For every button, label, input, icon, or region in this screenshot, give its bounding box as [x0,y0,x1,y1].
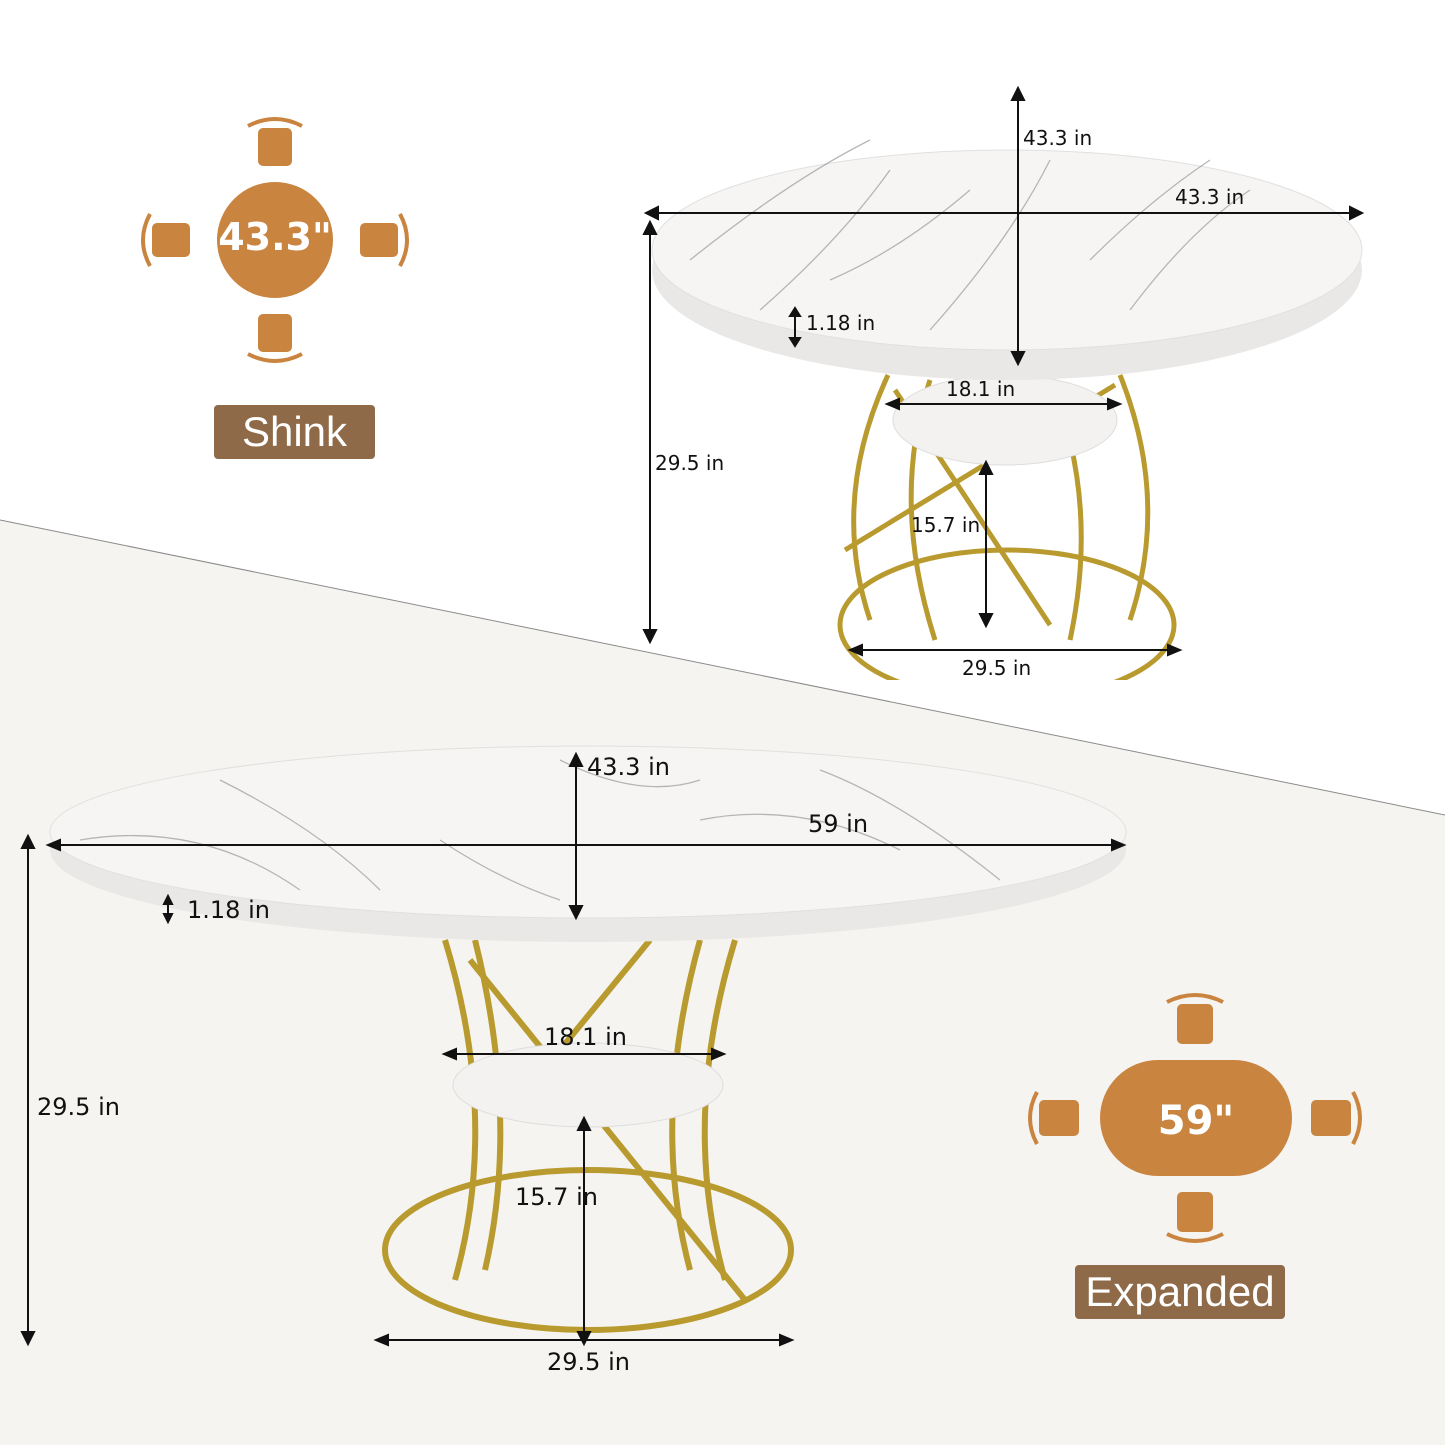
expanded-seating-diagram [1028,993,1362,1243]
bottom-base-label: 29.5 in [547,1348,630,1376]
dimension-lines [20,751,1127,1347]
marble-veins [689,139,1251,331]
chair-left-icon [141,213,190,267]
chair-bottom-icon [247,314,303,363]
oval-table-icon [1100,1060,1292,1176]
bottom-shelf-height-label: 15.7 in [515,1183,598,1211]
oval-table-illustration [20,745,1127,1347]
gold-base [382,938,794,1333]
expanded-badge: Expanded [1075,1265,1285,1319]
top-width-label: 43.3 in [1175,185,1245,209]
bottom-shelf-label: 18.1 in [544,1023,627,1051]
top-shelf-height-label: 15.7 in [911,513,981,537]
marble-table-top [651,149,1363,351]
chair-bottom-icon [1166,1192,1224,1243]
dimension-lines [642,85,1365,657]
chair-top-icon [247,117,303,166]
chair-top-icon [1166,993,1224,1044]
bottom-width-label: 59 in [808,810,869,838]
chair-right-icon [360,213,409,267]
top-depth-label: 43.3 in [1023,126,1093,150]
shrink-badge: Shink [214,405,375,459]
top-thickness-label: 1.18 in [806,311,876,335]
top-shelf-label: 18.1 in [946,377,1016,401]
marble-table-top [49,745,1127,919]
expanded-length-label: 59" [1157,1098,1235,1144]
bottom-height-label: 29.5 in [37,1093,120,1121]
chair-left-icon [1028,1091,1079,1145]
bottom-depth-label: 43.3 in [587,753,670,781]
bottom-thickness-label: 1.18 in [187,896,270,924]
top-base-label: 29.5 in [962,656,1032,680]
marble-veins [79,759,1001,901]
lower-shelf [452,1042,724,1128]
top-height-label: 29.5 in [655,451,725,475]
round-table-icon [217,182,333,298]
shrink-diameter-label: 43.3" [218,215,332,259]
chair-right-icon [1311,1091,1362,1145]
shrink-seating-diagram [141,117,409,363]
round-table-illustration [642,85,1365,680]
